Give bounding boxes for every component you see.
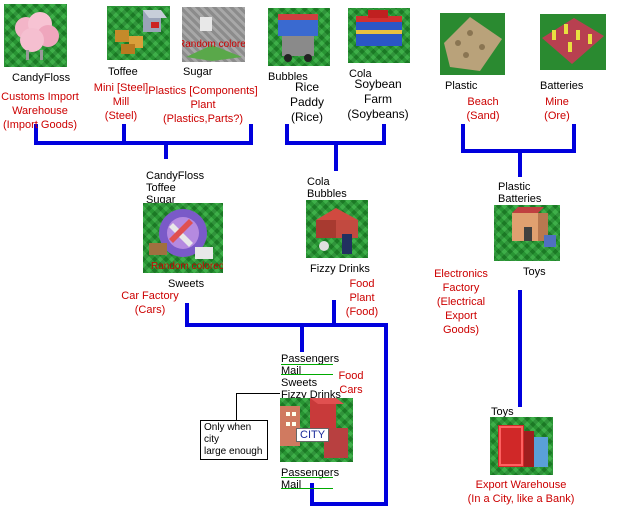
city-accepts-note: Food Cars [338,370,364,396]
sugar-overlay-text: Random colored [182,39,245,50]
export-producer: Export Warehouse (In a City, like a Bank… [467,479,575,505]
toffee-producer: Mini [Steel] Mill (Steel) [93,82,149,122]
toys-output: Toys [523,266,546,278]
city-accepts: Passengers Mail Sweets Fizzy Drinks [281,353,341,401]
city-tile: CITY [280,398,353,462]
connector-line [122,124,126,144]
fizzy-inputs: Cola Bubbles [307,176,347,200]
connector-line [518,149,522,177]
candyfloss-tile [4,4,67,67]
connector-line [461,124,465,152]
sugar-icon [186,17,242,61]
produce-underline [281,477,333,478]
batteries-tile [540,14,606,70]
cola-tile [348,8,410,63]
sweets-tile: Random colored [143,203,223,273]
connector-line [34,124,38,144]
connector-line [285,124,289,144]
produce-underline [281,488,333,489]
export-tile [490,417,553,475]
plastic-producer: Beach (Sand) [466,96,500,122]
city-size-note: Only when city large enough [200,420,268,460]
connector-line [185,323,336,327]
connector-line [382,124,386,144]
bubbles-icon [278,14,318,62]
connector-line [322,323,388,327]
note-pointer [236,393,280,394]
batteries-label: Batteries [540,80,584,92]
connector-line [312,502,388,506]
connector-line [310,483,314,506]
candyfloss-icon [15,12,59,60]
sweets-icon [149,209,213,259]
toys-inputs: Plastic Batteries [498,181,542,205]
plastic-tile [440,13,505,75]
toffee-icon [115,10,167,54]
connector-line [572,124,576,152]
accept-underline [281,374,333,375]
sugar-producer: Plastics [Components] Plant (Plastics,Pa… [148,85,258,125]
bubbles-label: Bubbles [268,71,308,83]
cola-producer: Soybean Farm (Soybeans) [347,77,409,121]
connector-line [249,124,253,144]
sweets-overlay-text: Random colored [151,261,223,272]
toys-tile [494,205,560,261]
export-input: Toys [491,406,514,418]
cola-icon [356,10,402,46]
fizzy-tile [306,200,368,258]
fizzy-output: Fizzy Drinks [310,263,370,275]
batteries-icon [542,18,604,64]
connector-line [332,300,336,326]
bubbles-producer: Rice Paddy (Rice) [289,80,325,124]
toffee-label: Toffee [108,66,138,78]
city-icon [280,398,348,458]
toys-icon [512,207,556,247]
plastic-label: Plastic [445,80,478,92]
fizzy-icon [316,208,358,254]
connector-line [300,326,304,352]
sugar-label: Sugar [183,66,213,78]
accept-underline [281,364,333,365]
connector-line [164,141,168,159]
note-pointer [236,393,237,423]
city-sign: CITY [296,428,330,442]
export-warehouse-icon [498,425,548,467]
bubbles-tile [268,8,330,66]
sweets-producer: Car Factory (Cars) [121,290,179,316]
connector-line [34,141,253,145]
toffee-tile [107,6,170,60]
connector-line [518,290,522,407]
plastic-icon [444,17,502,71]
sweets-inputs: CandyFloss Toffee Sugar [146,170,205,206]
sweets-output: Sweets [168,278,205,290]
connector-line [384,323,388,506]
connector-line [185,303,189,327]
candyfloss-producer: Customs Import Warehouse (Import Goods) [1,91,79,131]
fizzy-producer: Food Plant (Food) [345,278,379,318]
cola-label: Cola [349,68,372,80]
candyfloss-label: CandyFloss [12,72,71,84]
toys-producer: Electronics Factory (Electrical Export G… [434,268,488,336]
connector-line [334,141,338,171]
batteries-producer: Mine (Ore) [544,96,570,122]
sugar-tile: Random colored [182,7,245,62]
